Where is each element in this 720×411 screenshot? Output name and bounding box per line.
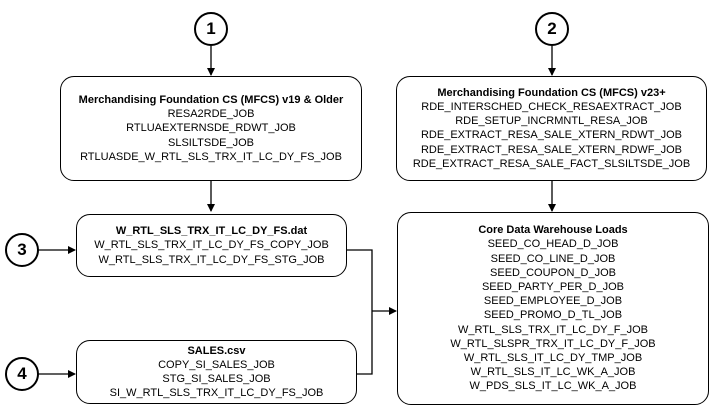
job-label: W_PDS_SLS_IT_LC_WK_A_JOB — [469, 380, 637, 393]
job-label: RDE_EXTRACT_RESA_SALE_FACT_SLSILTSDE_JOB — [412, 157, 691, 170]
job-label: SEED_PARTY_PER_D_JOB — [481, 280, 625, 293]
job-label: RTLUASDE_W_RTL_SLS_TRX_IT_LC_DY_FS_JOB — [80, 150, 342, 163]
job-label: COPY_SI_SALES_JOB — [158, 358, 275, 371]
job-label: W_RTL_SLS_TRX_IT_LC_DY_FS_COPY_JOB — [94, 239, 329, 252]
job-label: SEED_CO_LINE_D_JOB — [490, 252, 616, 265]
mfcs-v23-title: Merchandising Foundation CS (MFCS) v23+ — [437, 86, 666, 99]
sales-csv-title: SALES.csv — [187, 344, 246, 357]
dat-file-box: W_RTL_SLS_TRX_IT_LC_DY_FS.dat W_RTL_SLS_… — [76, 214, 347, 277]
step-marker-3: 3 — [5, 233, 39, 267]
job-label: SEED_COUPON_D_JOB — [490, 266, 616, 279]
job-label: RESA2RDE_JOB — [167, 108, 255, 121]
mfcs-v19-box: Merchandising Foundation CS (MFCS) v19 &… — [60, 76, 362, 181]
job-label: W_RTL_SLS_TRX_IT_LC_DY_F_JOB — [458, 323, 648, 336]
step-marker-4: 4 — [5, 357, 39, 391]
job-label: SEED_CO_HEAD_D_JOB — [487, 238, 619, 251]
sales-csv-box: SALES.csv COPY_SI_SALES_JOB STG_SI_SALES… — [76, 340, 357, 404]
job-label: RDE_EXTRACT_RESA_SALE_XTERN_RDWF_JOB — [420, 143, 682, 156]
core-dw-title: Core Data Warehouse Loads — [478, 224, 628, 237]
mfcs-v23-box: Merchandising Foundation CS (MFCS) v23+ … — [396, 76, 707, 181]
job-label: RDE_SETUP_INCRMNTL_RESA_JOB — [455, 115, 648, 128]
job-label: SI_W_RTL_SLS_TRX_IT_LC_DY_FS_JOB — [109, 387, 324, 400]
mfcs-v19-title: Merchandising Foundation CS (MFCS) v19 &… — [78, 94, 344, 107]
dat-file-title: W_RTL_SLS_TRX_IT_LC_DY_FS.dat — [115, 225, 308, 238]
merge-connector — [347, 249, 373, 375]
job-label: W_RTL_SLS_TRX_IT_LC_DY_FS_STG_JOB — [98, 253, 325, 266]
step-marker-1: 1 — [194, 12, 228, 46]
job-label: W_RTL_SLS_IT_LC_WK_A_JOB — [470, 366, 636, 379]
job-label: RDE_EXTRACT_RESA_SALE_XTERN_RDWT_JOB — [420, 129, 682, 142]
job-label: SLSILTSDE_JOB — [168, 136, 254, 149]
core-dw-loads-box: Core Data Warehouse Loads SEED_CO_HEAD_D… — [397, 212, 709, 405]
job-label: SEED_EMPLOYEE_D_JOB — [483, 295, 623, 308]
job-label: RTLUAEXTERNSDE_RDWT_JOB — [126, 122, 296, 135]
job-label: W_RTL_SLS_IT_LC_DY_TMP_JOB — [463, 352, 643, 364]
job-label: W_RTL_SLSPR_TRX_IT_LC_DY_F_JOB — [450, 337, 656, 350]
job-label: STG_SI_SALES_JOB — [162, 372, 271, 385]
step-marker-2: 2 — [535, 12, 569, 46]
job-label: RDE_INTERSCHED_CHECK_RESAEXTRACT_JOB — [421, 100, 682, 113]
job-label: SEED_PROMO_D_TL_JOB — [483, 309, 623, 322]
